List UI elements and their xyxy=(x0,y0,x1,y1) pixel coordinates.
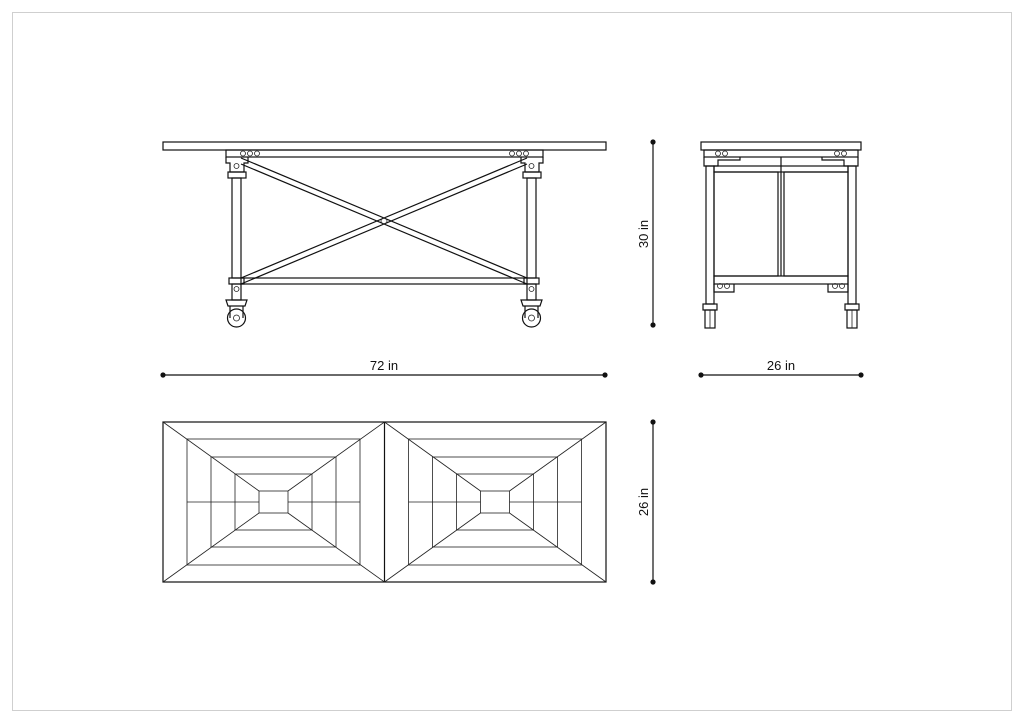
side-left-panel xyxy=(713,171,779,277)
front-lower-stretcher xyxy=(240,277,528,285)
dimension-front-width: 72 in xyxy=(160,358,608,378)
top-right-parquet xyxy=(384,421,607,583)
front-apron xyxy=(225,149,544,158)
side-lower-bolts xyxy=(717,283,845,289)
side-tabletop xyxy=(700,141,862,151)
side-left-leg xyxy=(705,165,715,305)
front-right-leg xyxy=(520,157,544,328)
side-apron-bolts xyxy=(715,150,847,157)
side-apron xyxy=(703,149,859,158)
dimension-side-depth: 26 in xyxy=(698,358,864,378)
side-right-bracket xyxy=(821,157,859,167)
side-right-leg xyxy=(847,165,857,305)
front-cross-brace xyxy=(240,157,528,285)
front-tabletop xyxy=(162,141,607,151)
top-left-parquet xyxy=(162,421,385,583)
side-left-caster xyxy=(702,303,718,329)
dimension-label-front-width: 72 in xyxy=(370,358,398,373)
side-view xyxy=(700,141,862,329)
side-right-caster xyxy=(844,303,860,329)
dimension-label-side-depth: 26 in xyxy=(767,358,795,373)
sheet-border xyxy=(12,12,1012,711)
side-lower-right-bracket xyxy=(827,284,849,293)
side-lower-left-bracket xyxy=(713,284,735,293)
dimension-label-top-depth: 26 in xyxy=(636,488,651,516)
top-view xyxy=(162,421,607,583)
front-view xyxy=(162,141,607,328)
dimension-height: 30 in xyxy=(636,139,656,328)
front-apron-bolts xyxy=(240,150,529,157)
front-left-leg xyxy=(225,157,249,328)
dimension-label-height: 30 in xyxy=(636,220,651,248)
side-right-panel xyxy=(783,171,849,277)
side-lower-rail xyxy=(713,275,849,285)
dimension-top-depth: 26 in xyxy=(636,419,656,585)
side-left-bracket xyxy=(703,157,741,167)
